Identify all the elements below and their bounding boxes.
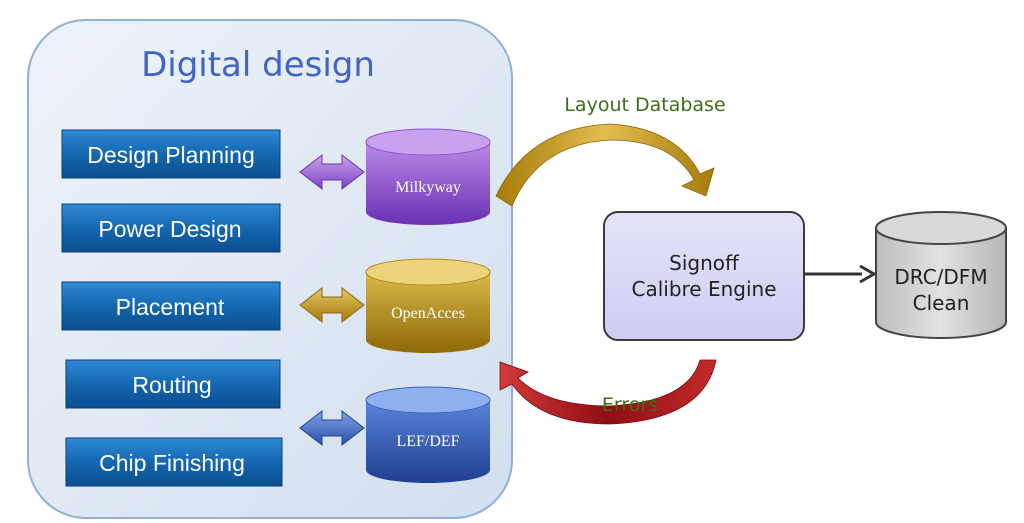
- database-label: Milkyway: [395, 179, 461, 196]
- step-label: Design Planning: [87, 142, 255, 168]
- database-label: LEF/DEF: [396, 433, 459, 450]
- step-label: Placement: [116, 294, 225, 320]
- step-placement: Placement: [61, 281, 281, 331]
- layout-database-label: Layout Database: [564, 94, 725, 116]
- double-arrow-milkyway: [299, 153, 365, 191]
- database-label: OpenAcces: [391, 305, 465, 322]
- double-arrow-lef-def: [299, 409, 365, 447]
- result-label-line2: Clean: [913, 291, 970, 315]
- database-milkyway: Milkyway: [365, 128, 491, 225]
- errors-arrow: Errors: [499, 359, 717, 425]
- step-label: Power Design: [98, 216, 241, 242]
- double-arrow-openacces: [299, 286, 365, 324]
- panel-title: Digital design: [141, 45, 375, 85]
- errors-label: Errors: [602, 394, 658, 416]
- step-routing: Routing: [65, 359, 281, 409]
- step-power-design: Power Design: [61, 203, 281, 253]
- step-label: Chip Finishing: [99, 450, 245, 476]
- database-lef-def: LEF/DEF: [365, 386, 491, 483]
- step-design-planning: Design Planning: [61, 129, 281, 179]
- drc-dfm-clean-database: DRC/DFM Clean: [875, 211, 1007, 339]
- result-label-line1: DRC/DFM: [894, 265, 987, 289]
- database-openacces: OpenAcces: [365, 258, 491, 353]
- step-chip-finishing: Chip Finishing: [65, 437, 283, 487]
- signoff-engine-box: Signoff Calibre Engine: [603, 211, 805, 341]
- result-arrow: [804, 264, 878, 284]
- engine-label-line2: Calibre Engine: [631, 277, 776, 301]
- layout-database-arrow: Layout Database: [495, 94, 726, 207]
- step-label: Routing: [132, 372, 211, 398]
- engine-label-line1: Signoff: [669, 251, 740, 275]
- design-steps: Design Planning Power Design Placement R…: [61, 129, 283, 487]
